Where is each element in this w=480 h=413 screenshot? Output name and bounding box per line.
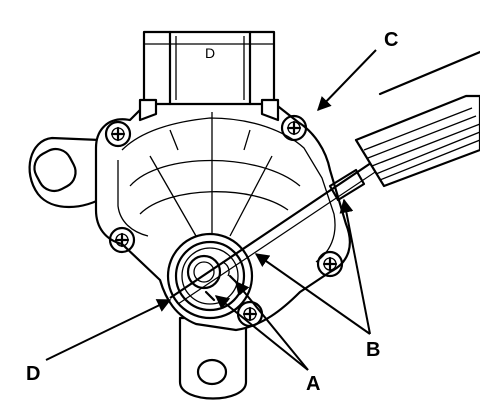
connector-label: D: [205, 45, 215, 61]
connector: D: [138, 30, 280, 122]
callout-d-arrow: [45, 299, 172, 361]
callout-d-label: D: [26, 363, 40, 385]
callout-b-arrow-1: [254, 253, 371, 335]
screw-top-right: [280, 114, 308, 142]
callout-a-arrow-1: [214, 295, 309, 371]
left-mounting-ear: [28, 136, 108, 208]
bottom-mounting-tab: [178, 316, 248, 400]
callout-c-arrow: [317, 49, 377, 112]
shaft-hub: [166, 232, 254, 320]
callout-lines: [45, 49, 377, 371]
sensor-housing: [94, 98, 351, 332]
tool-handle: [328, 50, 480, 202]
screw-left: [108, 226, 136, 254]
callout-c-label: C: [384, 29, 398, 51]
callout-b-arrow-2: [339, 198, 371, 335]
callout-b-label: B: [366, 339, 380, 361]
callout-a-label: A: [306, 373, 320, 395]
screw-right: [316, 250, 344, 278]
screw-top-left: [104, 120, 132, 148]
callout-a-arrow-2: [235, 280, 309, 371]
